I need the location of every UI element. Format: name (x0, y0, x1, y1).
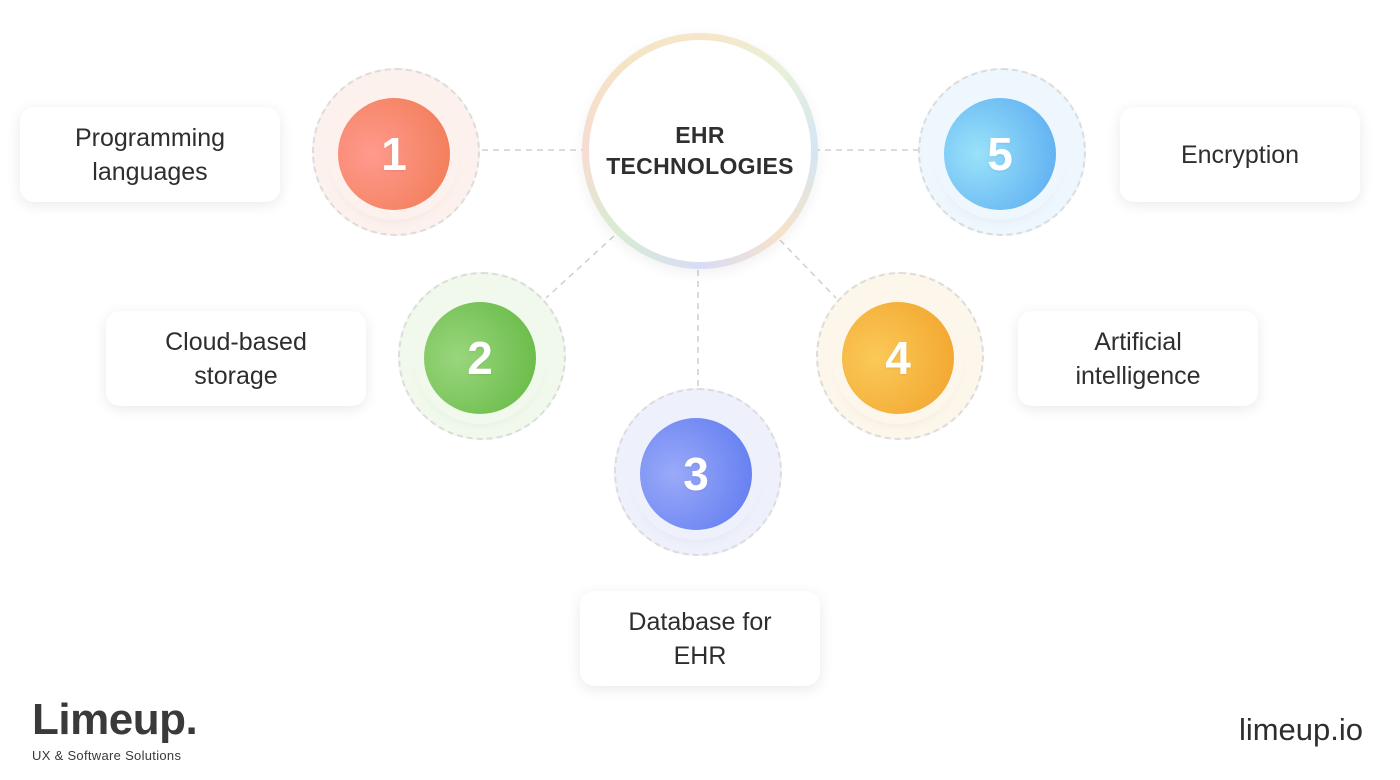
number-badge-4: 4 (842, 302, 954, 414)
number-label: 3 (683, 448, 709, 500)
card-label: Database for EHR (628, 607, 772, 670)
card-label: Encryption (1180, 140, 1300, 169)
card-encryption: Encryption (1120, 107, 1360, 202)
number-label: 4 (885, 332, 911, 384)
node-3: 3 (614, 388, 782, 556)
card-label: Artificial intelligence (1075, 327, 1201, 390)
center-title: EHR TECHNOLOGIES (589, 40, 811, 262)
card-database-for-ehr: Database for EHR (580, 591, 820, 686)
card-label: Programming languages (74, 123, 226, 186)
card-label: Cloud-based storage (165, 327, 307, 390)
number-label: 2 (467, 332, 493, 384)
brand-logo: Limeup. UX & Software Solutions (32, 695, 198, 764)
number-badge-3: 3 (640, 418, 752, 530)
number-badge-5: 5 (944, 98, 1056, 210)
number-label: 5 (987, 128, 1013, 180)
node-5: 5 (918, 68, 1086, 236)
center-title-line2: TECHNOLOGIES (606, 153, 794, 179)
number-label: 1 (381, 128, 407, 180)
center-title-line1: EHR (675, 122, 725, 148)
brand-tagline: UX & Software Solutions (32, 748, 182, 763)
website-link[interactable]: limeup.io (1238, 712, 1363, 747)
brand-name: Limeup. (32, 695, 198, 744)
number-badge-2: 2 (424, 302, 536, 414)
card-programming-languages: Programming languages (20, 107, 280, 202)
number-badge-1: 1 (338, 98, 450, 210)
card-artificial-intelligence: Artificial intelligence (1018, 311, 1258, 406)
node-2: 2 (398, 272, 566, 440)
node-4: 4 (816, 272, 984, 440)
center-hub: EHR TECHNOLOGIES (582, 33, 818, 269)
node-1: 1 (312, 68, 480, 236)
card-cloud-based-storage: Cloud-based storage (106, 311, 366, 406)
